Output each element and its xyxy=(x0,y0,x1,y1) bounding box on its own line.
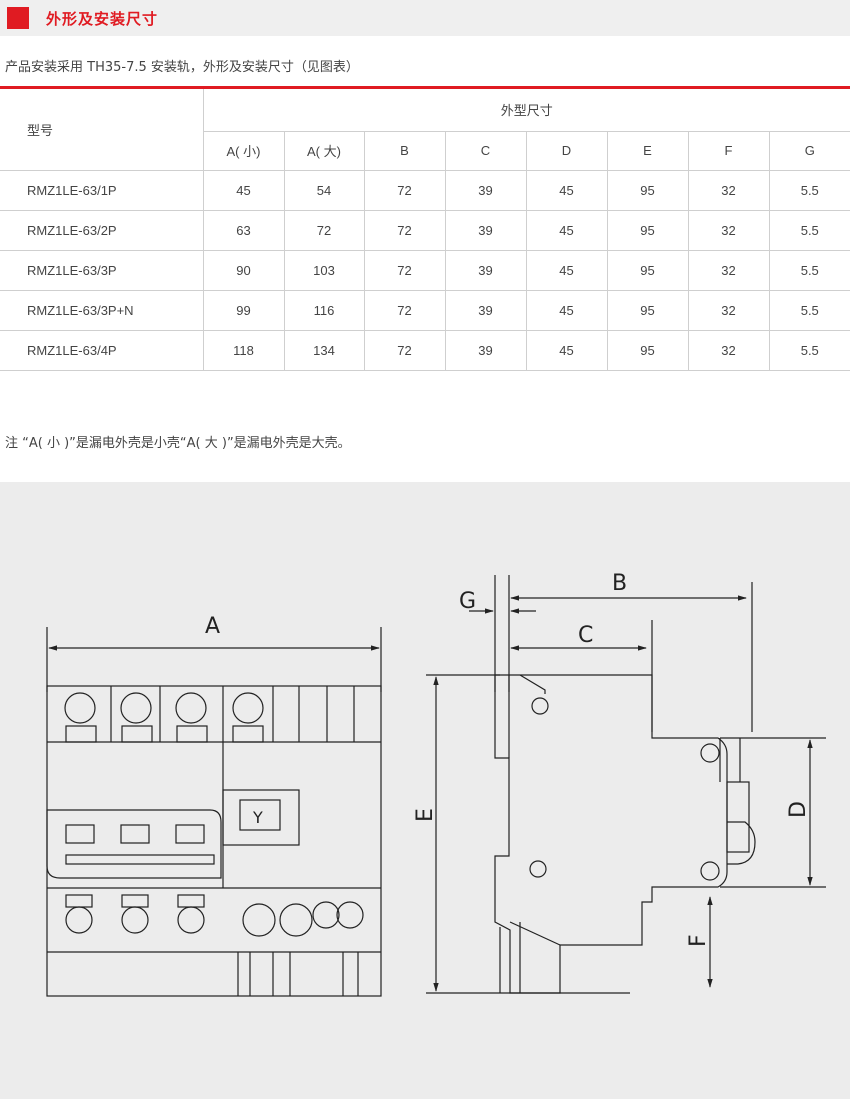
cell-a-small: 63 xyxy=(202,210,284,251)
model-cell: RMZ1LE-63/4P xyxy=(0,330,203,371)
cell-a-small: 118 xyxy=(202,330,284,371)
cell-c: 39 xyxy=(444,330,526,371)
cell-g: 5.5 xyxy=(768,250,850,291)
cell-f: 32 xyxy=(687,210,769,251)
cell-a-small: 90 xyxy=(202,250,284,291)
cell-g: 5.5 xyxy=(768,170,850,211)
cell-c: 39 xyxy=(444,170,526,211)
cell-e: 95 xyxy=(606,250,688,291)
cell-f: 32 xyxy=(687,170,769,211)
dimensions-group-header: 外型尺寸 xyxy=(202,89,850,132)
terminal-screw-icon xyxy=(175,692,207,724)
cell-f: 32 xyxy=(687,250,769,291)
cell-f: 32 xyxy=(687,290,769,331)
cell-a-large: 116 xyxy=(283,290,364,331)
col-header-c: C xyxy=(444,131,526,171)
terminal-screw-icon xyxy=(336,901,364,929)
col-header-f: F xyxy=(687,131,769,171)
table-row: RMZ1LE-63/3P 90 103 72 39 45 95 32 5.5 xyxy=(0,250,850,291)
col-header-b: B xyxy=(363,131,445,171)
terminal-screw-icon xyxy=(120,692,152,724)
table-top-rule xyxy=(0,86,850,89)
dimension-drawing: Y A xyxy=(0,482,850,1099)
table-row: RMZ1LE-63/1P 45 54 72 39 45 95 32 5.5 xyxy=(0,170,850,211)
dimension-label-a: A xyxy=(205,614,220,639)
cell-e: 95 xyxy=(606,170,688,211)
cell-a-large: 103 xyxy=(283,250,364,291)
table-row: RMZ1LE-63/3P+N 99 116 72 39 45 95 32 5.5 xyxy=(0,290,850,331)
dimension-label-f: F xyxy=(686,934,711,947)
cell-a-large: 72 xyxy=(283,210,364,251)
cell-d: 45 xyxy=(525,170,607,211)
terminal-screw-icon xyxy=(64,692,96,724)
cell-g: 5.5 xyxy=(768,210,850,251)
cell-d: 45 xyxy=(525,210,607,251)
model-cell: RMZ1LE-63/3P xyxy=(0,250,203,291)
model-cell: RMZ1LE-63/3P+N xyxy=(0,290,203,331)
note-text: 注 “A( 小 )”是漏电外壳是小壳“A( 大 )”是漏电外壳是大壳。 xyxy=(5,436,351,451)
cell-d: 45 xyxy=(525,250,607,291)
side-body-outline xyxy=(494,674,728,994)
cell-g: 5.5 xyxy=(768,330,850,371)
cell-b: 72 xyxy=(363,170,445,211)
terminal-screw-icon xyxy=(232,692,264,724)
table-row: RMZ1LE-63/4P 118 134 72 39 45 95 32 5.5 xyxy=(0,330,850,371)
header-accent-square xyxy=(7,7,29,29)
cell-c: 39 xyxy=(444,210,526,251)
table-row: RMZ1LE-63/2P 63 72 72 39 45 95 32 5.5 xyxy=(0,210,850,251)
cell-c: 39 xyxy=(444,250,526,291)
cell-e: 95 xyxy=(606,210,688,251)
dimensions-table: 型号 外型尺寸 A( 小) A( 大) B C D E F G RMZ1LE-6… xyxy=(0,89,850,371)
dimension-label-b: B xyxy=(612,571,627,596)
cell-d: 45 xyxy=(525,330,607,371)
cell-g: 5.5 xyxy=(768,290,850,331)
cell-d: 45 xyxy=(525,290,607,331)
cell-a-small: 99 xyxy=(202,290,284,331)
front-view: Y xyxy=(46,627,382,997)
col-header-d: D xyxy=(525,131,607,171)
col-header-a-small: A( 小) xyxy=(202,131,284,171)
cell-a-large: 54 xyxy=(283,170,364,211)
terminal-screw-icon xyxy=(242,903,276,937)
cell-b: 72 xyxy=(363,330,445,371)
section-title: 外形及安装尺寸 xyxy=(46,10,159,28)
model-cell: RMZ1LE-63/2P xyxy=(0,210,203,251)
dimension-label-c: C xyxy=(578,623,593,648)
dimension-label-d: D xyxy=(786,801,811,818)
terminal-screw-icon xyxy=(312,901,340,929)
side-view xyxy=(426,575,826,994)
col-header-g: G xyxy=(768,131,850,171)
model-cell: RMZ1LE-63/1P xyxy=(0,170,203,211)
test-symbol: Y xyxy=(252,808,263,827)
terminal-screw-icon xyxy=(177,906,205,934)
cell-b: 72 xyxy=(363,210,445,251)
cell-c: 39 xyxy=(444,290,526,331)
cell-e: 95 xyxy=(606,330,688,371)
dimension-label-e: E xyxy=(413,808,438,822)
cell-f: 32 xyxy=(687,330,769,371)
terminal-screw-icon xyxy=(65,906,93,934)
cell-b: 72 xyxy=(363,250,445,291)
cell-e: 95 xyxy=(606,290,688,331)
intro-text: 产品安装采用 TH35-7.5 安装轨，外形及安装尺寸（见图表） xyxy=(5,60,359,75)
col-header-e: E xyxy=(606,131,688,171)
terminal-screw-icon xyxy=(279,903,313,937)
cell-a-small: 45 xyxy=(202,170,284,211)
section-header: 外形及安装尺寸 xyxy=(0,0,850,36)
cell-b: 72 xyxy=(363,290,445,331)
dimension-label-g: G xyxy=(459,589,476,614)
cell-a-large: 134 xyxy=(283,330,364,371)
col-header-a-large: A( 大) xyxy=(283,131,364,171)
terminal-screw-icon xyxy=(121,906,149,934)
dimension-diagram-svg: Y A xyxy=(46,571,826,997)
model-header: 型号 xyxy=(0,89,203,171)
column-header-row: A( 小) A( 大) B C D E F G xyxy=(0,131,850,171)
